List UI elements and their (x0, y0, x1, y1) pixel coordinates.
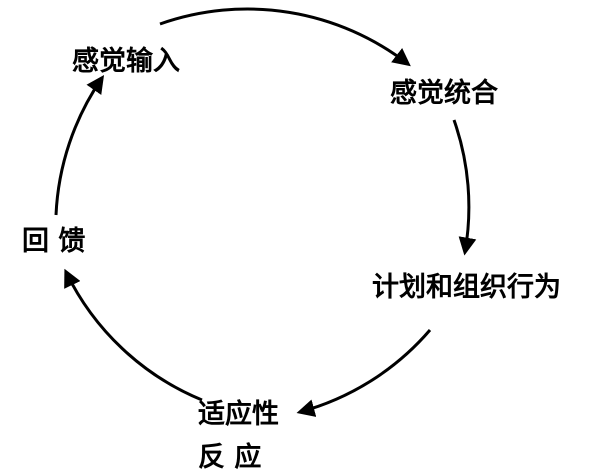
node-sensory-input: 感觉输入 (72, 45, 180, 77)
node-adaptive-response-line2: 反 应 (198, 441, 261, 473)
arrow-feedback-to-input (54, 75, 105, 216)
arrow-planning-to-response (296, 329, 432, 417)
node-sensory-integration: 感觉统合 (390, 77, 498, 109)
node-adaptive-response-line1: 适应性 (198, 398, 279, 430)
arrow-response-to-feedback (64, 268, 203, 402)
node-feedback: 回 馈 (22, 226, 85, 257)
arrow-integration-to-planning (452, 119, 477, 256)
node-planning: 计划和组织行为 (372, 271, 561, 303)
arrow-input-to-integration (159, 7, 411, 67)
